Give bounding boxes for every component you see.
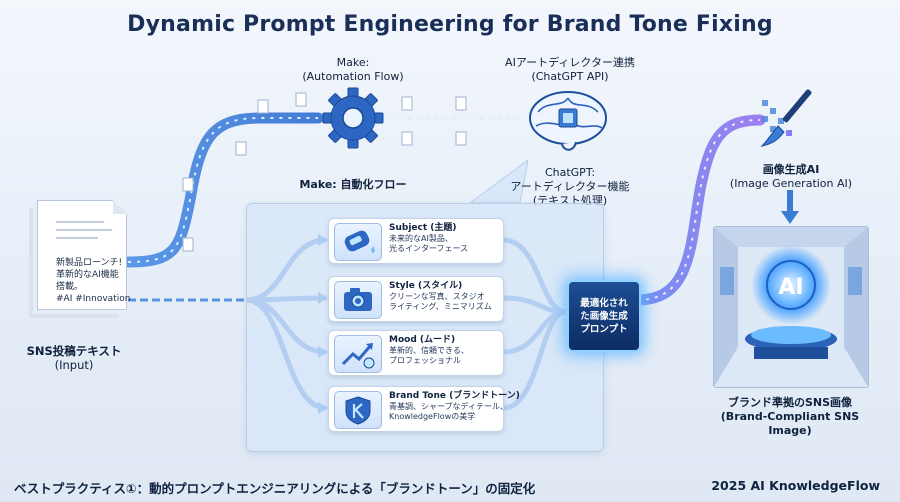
card-desc: 青基調、シャープなディテール、 [389,402,508,411]
output-sns-image: AI [713,226,869,388]
make-bottom-label: Make: 自動化フロー [299,178,407,191]
card-desc: ライティング、ミニマリズム [389,302,492,311]
footer-best-practice: ベストプラクティス①：動的プロンプトエンジニアリングによる「ブランドトーン」の固… [14,481,536,496]
card-desc: プロフェッショナル [389,356,461,365]
card-desc: 光るインターフェース [389,244,469,253]
prompt-card-mood: Mood (ムード) 革新的、信頼できる、 プロフェッショナル [328,330,504,376]
output-sublabel: (Brand-Compliant SNS Image) [720,410,860,437]
input-line: 革新的なAI機能 [56,270,119,280]
card-heading: Subject (主題) [389,223,457,233]
input-line: #AI #Innovation [56,294,131,304]
ai-hologram-icon [714,227,868,387]
prompt-card-subject: Subject (主題) 未来的なAI製品、 光るインターフェース [328,218,504,264]
input-line: 新製品ローンチ! [56,258,123,268]
card-heading: Brand Tone (ブランドトーン) [389,391,520,401]
card-desc: クリーンな写真、スタジオ [389,292,485,301]
prompt-card-brand-tone: Brand Tone (ブランドトーン) 青基調、シャープなディテール、 Kno… [328,386,520,432]
chatgpt-top-label: AIアートディレクター連携 [505,56,635,69]
optimized-line: プロンプト [580,323,628,335]
output-label: ブランド準拠のSNS画像 [727,396,853,409]
page-title: Dynamic Prompt Engineering for Brand Ton… [127,12,773,37]
trend-arrow-icon [334,335,382,373]
gear-icon [322,87,384,149]
card-heading: Mood (ムード) [389,335,456,345]
imagegen-sublabel: (Image Generation AI) [729,177,853,190]
make-top-sublabel: (Automation Flow) [302,70,404,83]
output-screen-text: AI [778,275,804,300]
optimized-prompt-box: 最適化され た画像生成 プロンプト [567,280,641,352]
input-document: 新製品ローンチ! 革新的なAI機能 搭載。 #AI #Innovation [37,200,130,310]
device-icon [334,223,382,261]
chatgpt-bottom-line1: ChatGPT: [544,166,596,179]
input-line: 搭載。 [56,282,84,292]
paintbrush-icon [760,89,812,147]
brand-shield-icon [334,391,382,429]
camera-icon [334,281,382,319]
floating-doc-icon [182,92,467,252]
brain-icon [529,91,607,151]
prompt-card-style: Style (スタイル) クリーンな写真、スタジオ ライティング、ミニマリズム [328,276,504,322]
make-top-label: Make: [336,56,370,69]
chatgpt-top-sublabel: (ChatGPT API) [531,70,609,83]
page-fold-icon [113,200,127,214]
imagegen-label: 画像生成AI [762,163,820,176]
card-desc: 未来的なAI製品、 [389,234,453,243]
footer-brand: 2025 AI KnowledgeFlow [711,478,880,493]
card-desc: KnowledgeFlowの美学 [389,412,476,421]
input-sublabel: (Input) [54,358,94,372]
optimized-line: た画像生成 [580,310,628,322]
card-heading: Style (スタイル) [389,281,463,291]
input-text: 新製品ローンチ! 革新的なAI機能 搭載。 #AI #Innovation [56,257,130,305]
input-label: SNS投稿テキスト [26,344,122,358]
chatgpt-bottom-line2: アートディレクター機能 [510,180,630,193]
card-desc: 革新的、信頼できる、 [389,346,469,355]
optimized-line: 最適化され [580,297,628,309]
